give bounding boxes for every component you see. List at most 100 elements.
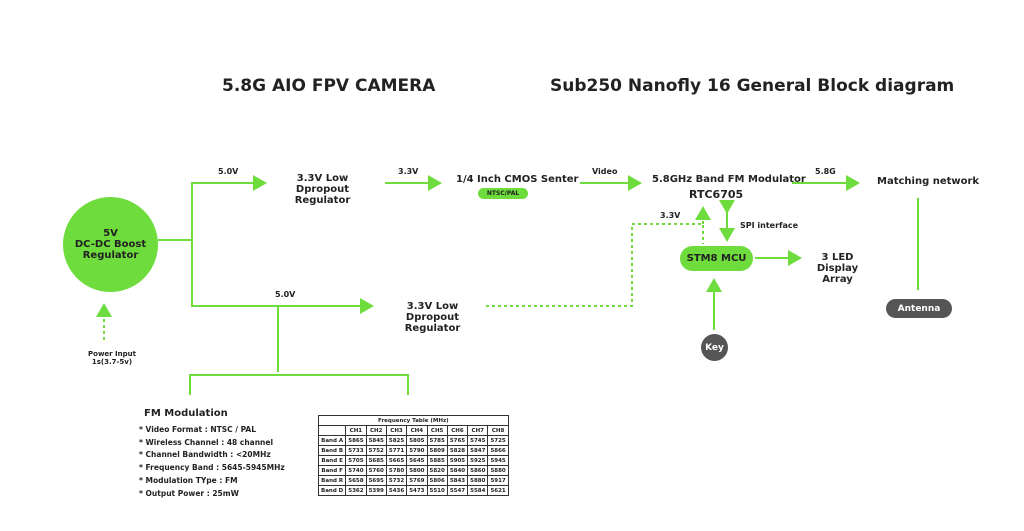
table-cell: 5733 bbox=[345, 445, 367, 456]
table-header: CH3 bbox=[385, 425, 408, 436]
label-video: Video bbox=[592, 167, 618, 176]
table-cell: 5658 bbox=[345, 475, 367, 486]
table-header: CH8 bbox=[487, 425, 509, 436]
led-display-array: 3 LED Display Array bbox=[816, 252, 859, 285]
band-label: Band F bbox=[317, 465, 347, 476]
ntsc-pal-badge: NTSC/PAL bbox=[478, 188, 528, 199]
table-cell: 5765 bbox=[446, 435, 469, 446]
table-cell: 5769 bbox=[406, 475, 428, 486]
table-cell: 5840 bbox=[446, 465, 469, 476]
table-cell: 5510 bbox=[426, 485, 448, 496]
table-cell: 5752 bbox=[365, 445, 387, 456]
stm8-mcu: STM8 MCU bbox=[680, 246, 753, 271]
table-header: CH7 bbox=[467, 425, 489, 436]
table-cell: 5584 bbox=[467, 485, 489, 496]
ldo-regulator-2: 3.3V Low Dpropout Regulator bbox=[404, 301, 461, 334]
fm-modulator: 5.8GHz Band FM Modulator bbox=[652, 174, 806, 185]
table-cell: 5547 bbox=[446, 485, 469, 496]
table-cell: 5885 bbox=[426, 455, 448, 466]
table-cell: 5695 bbox=[365, 475, 387, 486]
label-5-8g: 5.8G bbox=[815, 167, 836, 176]
label-3v3-a: 3.3V bbox=[398, 167, 419, 176]
table-cell: 5800 bbox=[406, 465, 428, 476]
fm-spec: * Channel Bandwidth : <20MHz bbox=[139, 450, 271, 460]
table-cell: 5771 bbox=[385, 445, 408, 456]
fm-specs: * Video Format : NTSC / PAL * Wireless C… bbox=[139, 424, 285, 500]
band-label: Band E bbox=[317, 455, 347, 466]
table-cell: 5828 bbox=[446, 445, 469, 456]
table-cell: 5860 bbox=[467, 465, 489, 476]
title-right: Sub250 Nanofly 16 General Block diagram bbox=[550, 76, 955, 96]
label-5v-b: 5.0V bbox=[275, 290, 296, 299]
table-cell: 5806 bbox=[426, 475, 448, 486]
table-cell: 5745 bbox=[467, 435, 489, 446]
matching-network: Matching network bbox=[877, 176, 980, 187]
table-cell: 5809 bbox=[426, 445, 448, 456]
table-cell: 5917 bbox=[487, 475, 509, 486]
table-header: CH1 bbox=[345, 425, 367, 436]
fm-spec: * Wireless Channel : 48 channel bbox=[139, 437, 274, 447]
label-spi: SPI interface bbox=[740, 221, 799, 230]
table-cell: 5790 bbox=[406, 445, 428, 456]
table-cell: 5880 bbox=[467, 475, 489, 486]
table-cell: 5865 bbox=[345, 435, 367, 446]
table-cell: 5399 bbox=[365, 485, 387, 496]
table-cell: 5780 bbox=[385, 465, 408, 476]
table-cell: 5845 bbox=[365, 435, 387, 446]
table-cell: 5705 bbox=[345, 455, 367, 466]
fm-spec: * Video Format : NTSC / PAL bbox=[139, 425, 257, 434]
table-cell: 5665 bbox=[385, 455, 408, 466]
table-cell: 5362 bbox=[345, 485, 367, 496]
band-label: Band A bbox=[317, 435, 347, 446]
fm-spec: * Output Power : 25mW bbox=[139, 488, 239, 498]
table-cell: 5843 bbox=[446, 475, 469, 486]
table-cell: 5945 bbox=[487, 455, 509, 466]
table-cell: 5785 bbox=[426, 435, 448, 446]
table-cell: 5621 bbox=[487, 485, 509, 496]
fm-spec: * Modulation TYpe : FM bbox=[139, 475, 238, 485]
table-cell: 5925 bbox=[467, 455, 489, 466]
table-cell: 5905 bbox=[446, 455, 469, 466]
table-cell: 5805 bbox=[406, 435, 428, 446]
title-left: 5.8G AIO FPV CAMERA bbox=[222, 76, 436, 96]
fm-spec: * Frequency Band : 5645-5945MHz bbox=[139, 463, 285, 473]
table-cell: 5866 bbox=[487, 445, 509, 456]
band-label: Band R bbox=[317, 475, 347, 486]
table-cell: 5820 bbox=[426, 465, 448, 476]
cmos-sensor: 1/4 Inch CMOS Senter bbox=[456, 174, 579, 185]
table-cell: 5725 bbox=[487, 435, 509, 446]
table-cell: 5760 bbox=[365, 465, 387, 476]
table-cell: 5436 bbox=[385, 485, 408, 496]
band-label: Band D bbox=[317, 485, 347, 496]
table-header: CH5 bbox=[426, 425, 448, 436]
table-header: CH2 bbox=[365, 425, 387, 436]
table-cell: 5645 bbox=[406, 455, 428, 466]
table-header: CH6 bbox=[446, 425, 469, 436]
antenna: Antenna bbox=[886, 299, 952, 318]
boost-regulator: 5V DC-DC Boost Regulator bbox=[63, 197, 158, 292]
label-5v-a: 5.0V bbox=[218, 167, 239, 176]
fm-title: FM Modulation bbox=[144, 408, 228, 419]
band-label: Band B bbox=[317, 445, 347, 456]
table-cell: 5473 bbox=[406, 485, 428, 496]
table-cell: 5847 bbox=[467, 445, 489, 456]
ldo-regulator-1: 3.3V Low Dpropout Regulator bbox=[294, 173, 351, 206]
table-cell: 5685 bbox=[365, 455, 387, 466]
table-cell: 5732 bbox=[385, 475, 408, 486]
table-title: Frequency Table (MHz) bbox=[318, 415, 509, 426]
table-cell: 5880 bbox=[487, 465, 509, 476]
table-cell: 5740 bbox=[345, 465, 367, 476]
key-button: Key bbox=[701, 334, 728, 361]
modulator-chip: RTC6705 bbox=[689, 188, 744, 201]
power-input-label: Power Input 1s(3.7-5v) bbox=[88, 350, 136, 366]
table-header: CH4 bbox=[406, 425, 428, 436]
